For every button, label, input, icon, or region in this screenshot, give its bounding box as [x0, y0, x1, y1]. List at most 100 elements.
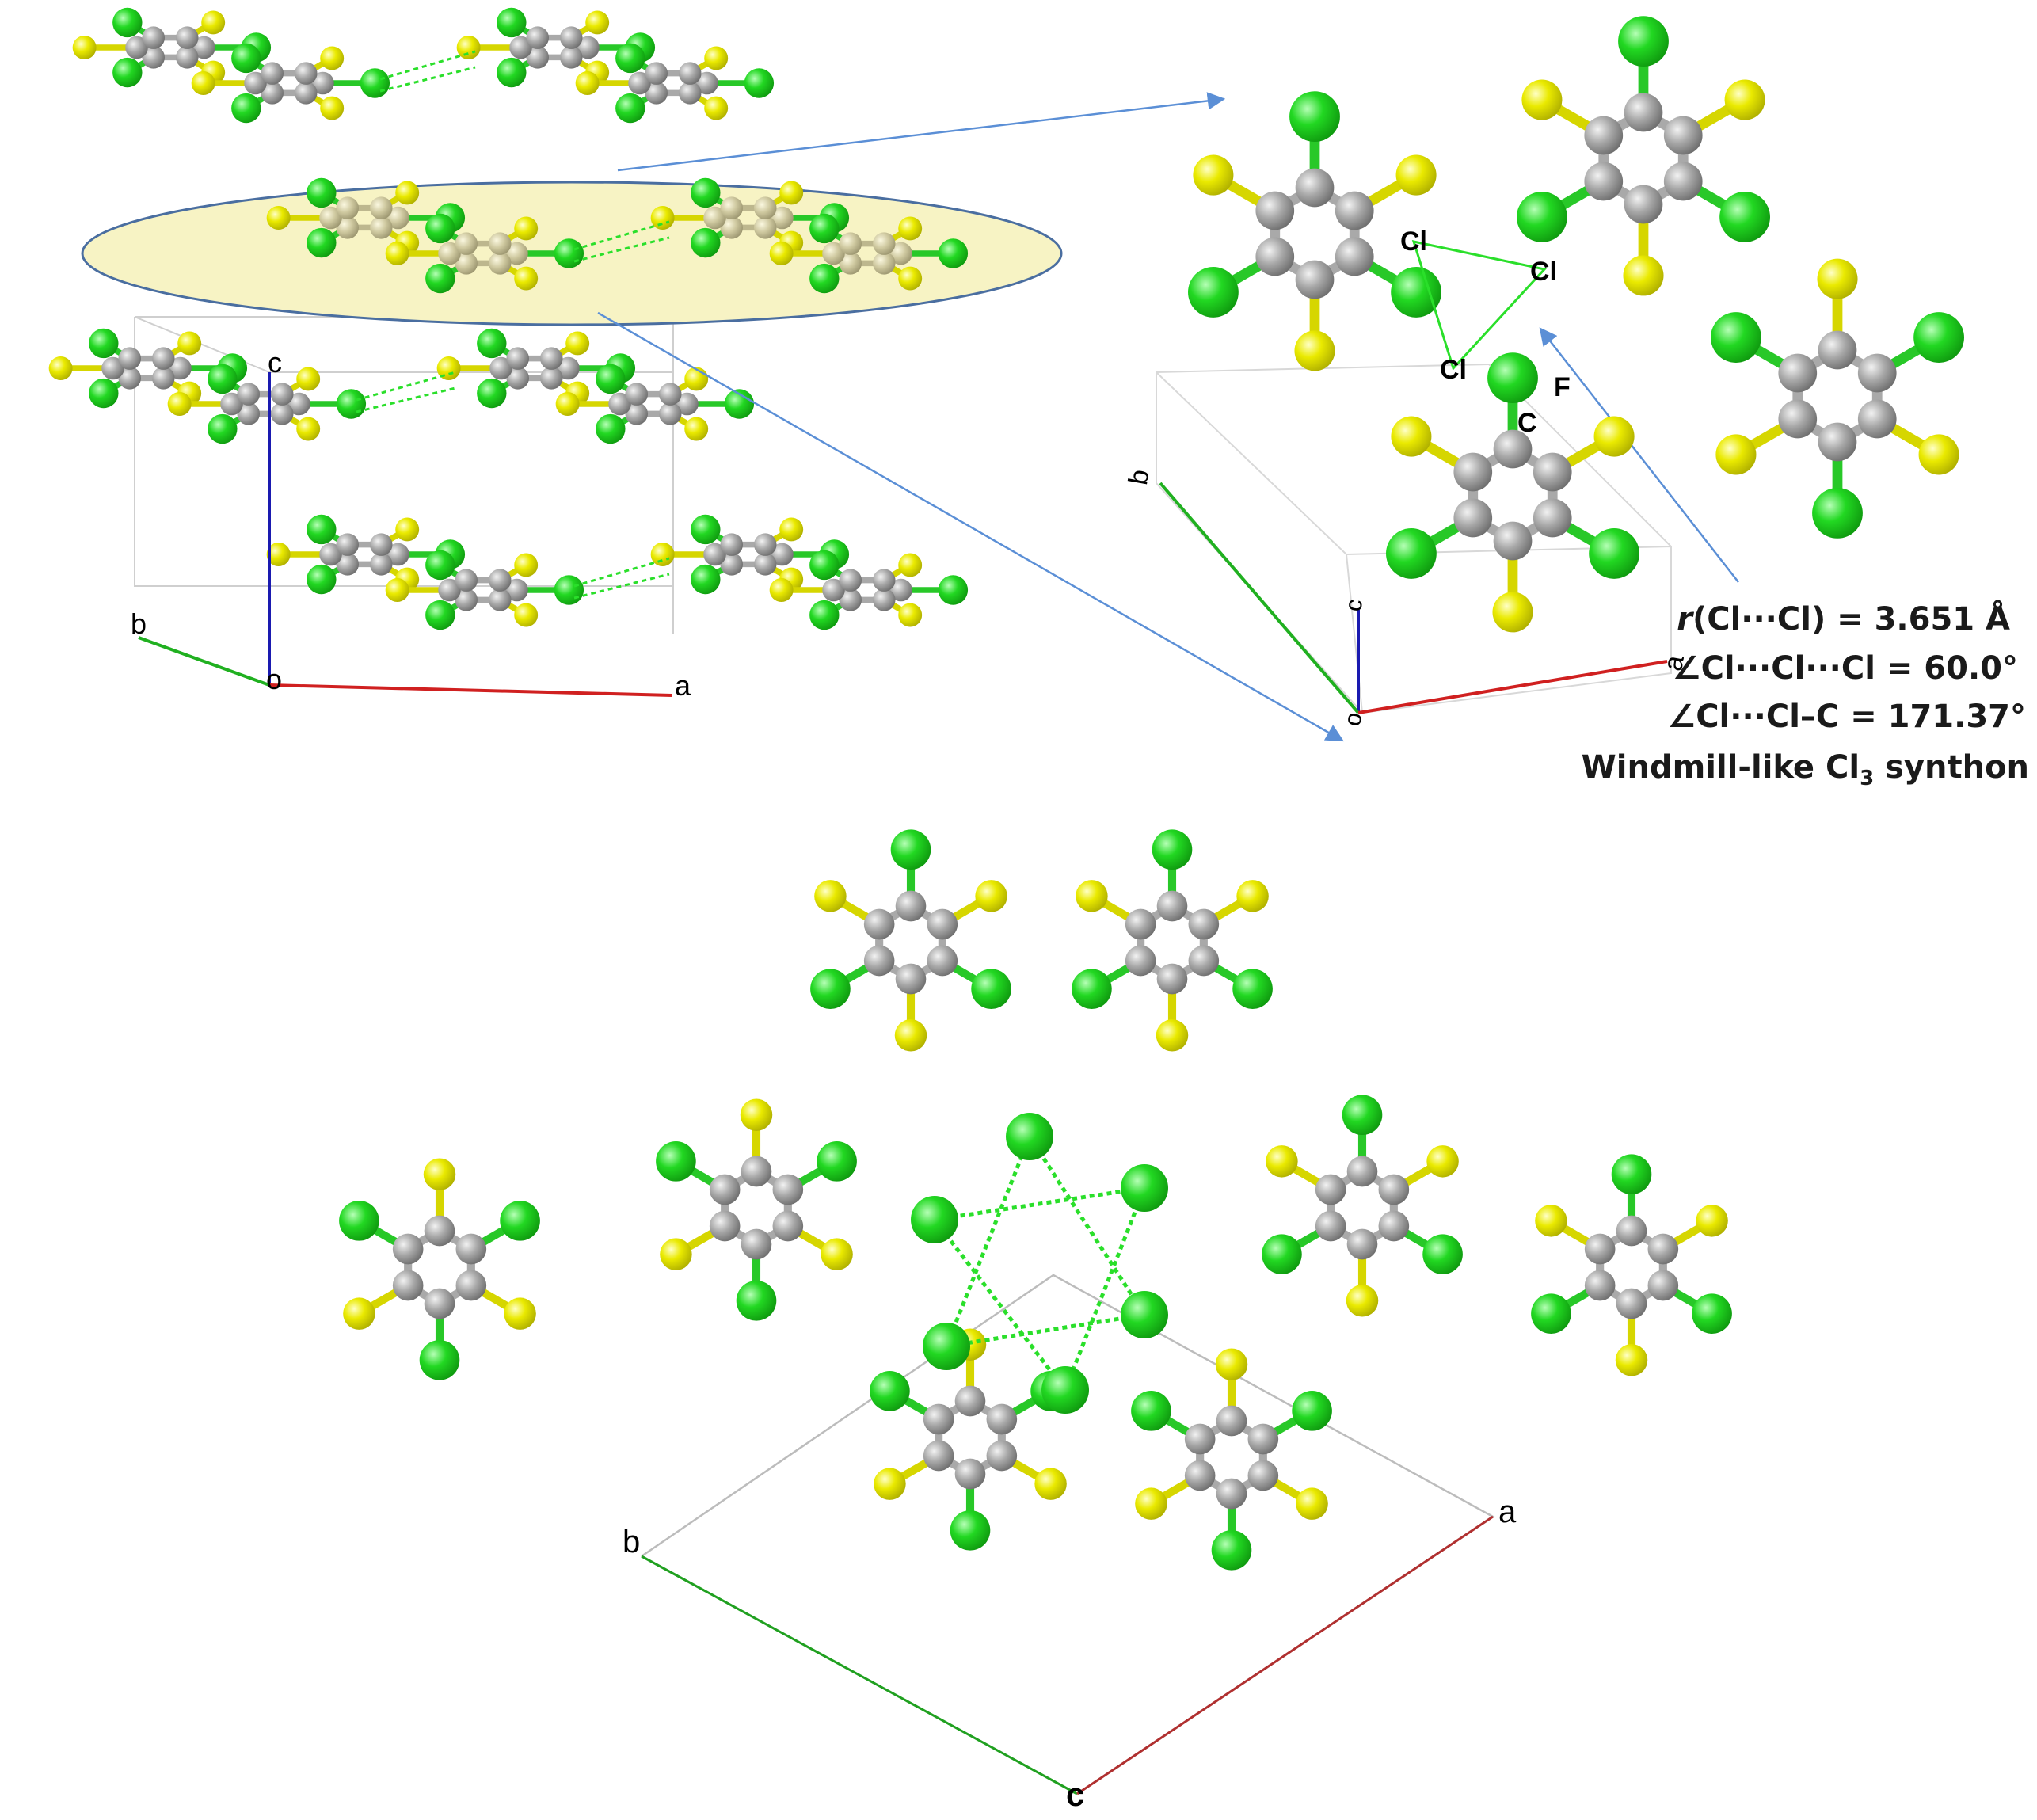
carbon-atom	[455, 232, 478, 255]
carbon-atom	[822, 578, 845, 602]
fluorine-atom	[1156, 1019, 1189, 1052]
carbon-atom	[1156, 963, 1188, 995]
chlorine-atom	[691, 227, 721, 258]
packing-molecule	[1531, 1154, 1732, 1376]
carbon-atom	[741, 1228, 772, 1260]
carbon-atom	[319, 543, 342, 566]
fluorine-atom	[779, 181, 804, 205]
halogen-contact	[1063, 1187, 1147, 1391]
chlorine-atom	[425, 600, 455, 630]
carbon-atom	[645, 62, 668, 85]
packing-molecule	[1131, 1348, 1332, 1571]
carbon-atom	[1295, 260, 1335, 299]
fluorine-atom	[266, 206, 291, 230]
molecule-edge-on	[167, 364, 367, 444]
carbon-atom	[741, 1156, 772, 1187]
packing-molecule	[339, 1158, 540, 1380]
chlorine-atom	[112, 7, 143, 38]
chlorine-atom	[1289, 91, 1340, 142]
chlorine-atom	[1072, 969, 1112, 1009]
fluorine-atom	[343, 1297, 375, 1330]
chlorine-atom	[339, 1201, 379, 1241]
chlorine-atom	[890, 829, 931, 870]
fluorine-atom	[266, 543, 291, 566]
fluorine-atom	[436, 356, 461, 380]
carbon-atom	[488, 569, 512, 592]
fluorine-atom	[296, 417, 321, 441]
fluorine-atom	[575, 71, 600, 95]
carbon-atom	[455, 252, 478, 275]
carbon-atom	[1125, 908, 1156, 940]
cl3-triangle	[1411, 240, 1547, 371]
carbon-atom	[1663, 162, 1703, 201]
carbon-atom	[294, 82, 318, 105]
carbon-atom	[1378, 1210, 1410, 1242]
fluorine-atom	[320, 46, 345, 70]
chlorine-atom	[89, 378, 119, 409]
carbon-atom	[489, 356, 512, 380]
carbon-atom	[1315, 1210, 1346, 1242]
carbon-atom	[1616, 1215, 1647, 1247]
chlorine-atom	[307, 177, 337, 208]
label-c: C	[1517, 408, 1537, 438]
chlorine-atom	[231, 93, 261, 124]
fluorine-atom	[660, 1238, 692, 1270]
chlorine-atom	[938, 238, 969, 268]
carbon-atom	[872, 588, 896, 611]
carbon-atom	[1453, 498, 1493, 538]
carbon-atom	[319, 206, 342, 230]
molecule-edge-on	[456, 7, 656, 88]
synthon-molecule-1	[1188, 91, 1441, 371]
carbon-atom	[386, 543, 409, 566]
carbon-atom	[336, 196, 360, 219]
chlorine-atom	[1006, 1113, 1053, 1160]
chlorine-atom	[1487, 352, 1538, 403]
carbon-atom	[628, 71, 651, 95]
carbon-atom	[1616, 1288, 1647, 1319]
chlorine-atom	[554, 575, 584, 605]
fluorine-atom	[1918, 434, 1959, 475]
carbon-atom	[771, 206, 794, 230]
carbon-atom	[424, 1215, 455, 1247]
carbon-atom	[986, 1440, 1018, 1472]
carbon-atom	[559, 26, 583, 49]
carbon-atom	[772, 1210, 804, 1242]
fluorine-atom	[1535, 1205, 1567, 1237]
carbon-atom	[1857, 399, 1897, 439]
synthon-molecule-4	[1711, 258, 1964, 539]
chlorine-atom	[809, 263, 840, 294]
packing-molecule	[1072, 829, 1273, 1052]
fluorine-atom	[779, 517, 804, 542]
layer-2	[266, 177, 969, 294]
fluorine-atom	[769, 242, 794, 265]
axes-bottom: a b c	[623, 1494, 1517, 1813]
carbon-atom	[488, 232, 512, 255]
carbon-atom	[270, 383, 294, 406]
chlorine-atom	[1121, 1291, 1168, 1338]
fluorine-atom	[320, 96, 345, 120]
carbon-atom	[509, 36, 532, 59]
chlorine-atom	[596, 413, 626, 444]
fluorine-atom	[1076, 880, 1108, 912]
chlorine-atom	[425, 213, 455, 244]
carbon-atom	[753, 533, 777, 556]
carbon-atom	[863, 945, 895, 977]
halogen-contact	[573, 236, 670, 263]
chlorine-atom	[691, 564, 721, 595]
molecule-edge-on	[385, 550, 584, 630]
carbon-atom	[822, 242, 845, 265]
axes-left: a b c o	[131, 346, 691, 702]
halogen-contact	[933, 1218, 1067, 1392]
carbon-atom	[287, 392, 310, 416]
fluorine-atom	[898, 216, 923, 241]
synthon-molecule-3	[1386, 352, 1639, 633]
fluorine-atom	[1715, 434, 1757, 475]
chlorine-atom	[1386, 528, 1437, 579]
connector-arrow-bottom	[597, 311, 1344, 742]
chlorine-atom	[307, 564, 337, 595]
synthon-atom-labels: Cl Cl Cl C F	[1400, 227, 1571, 438]
halogen-contact	[573, 573, 670, 600]
fluorine-atom	[874, 1468, 906, 1500]
carbon-atom	[1346, 1228, 1378, 1260]
carbon-atom	[539, 367, 563, 390]
